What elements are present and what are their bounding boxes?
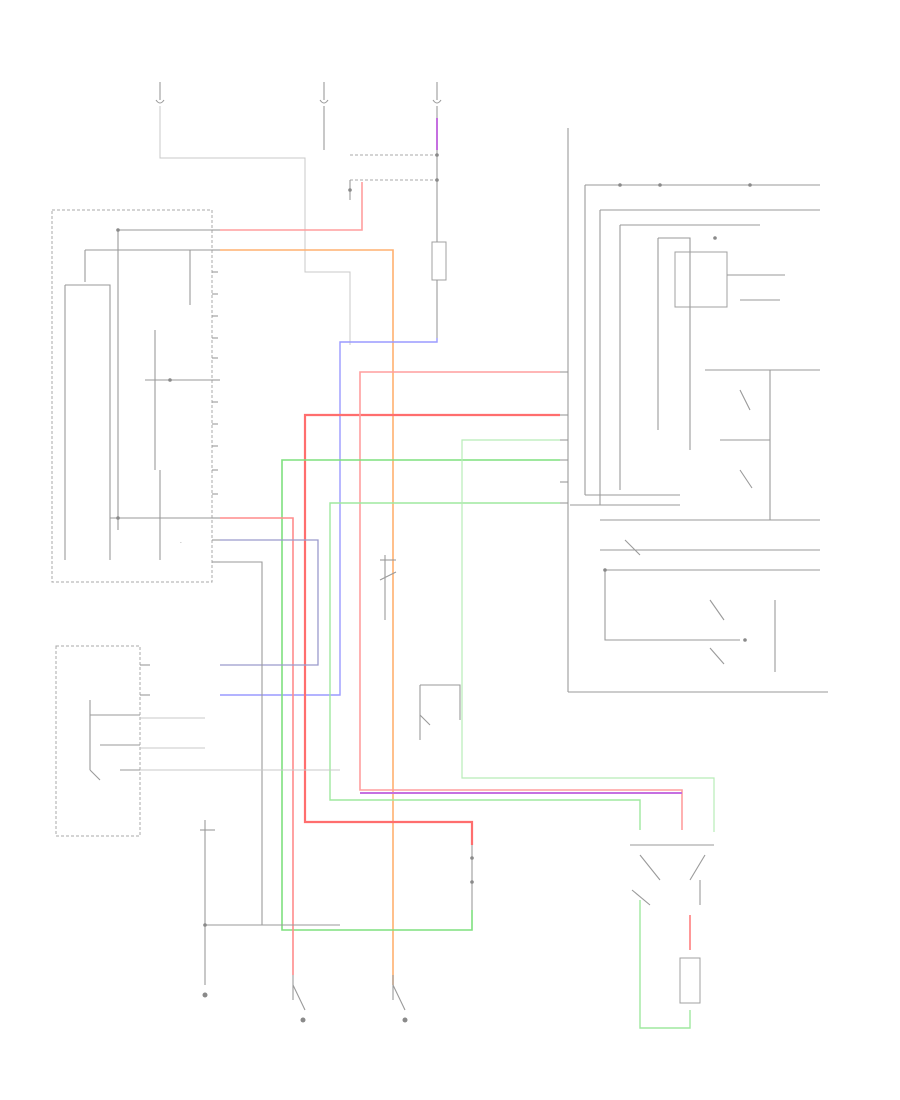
colored-wires	[220, 182, 715, 1029]
seat-control-module: -	[51, 209, 220, 583]
wire-red-2	[220, 517, 294, 975]
power-seat-switch	[560, 128, 828, 693]
switch-pins	[560, 371, 568, 504]
wire-green-4	[639, 900, 691, 1029]
module-pins	[212, 229, 220, 563]
memory-switch	[630, 844, 714, 1004]
power-supply-area	[155, 82, 447, 345]
rear-motor	[392, 975, 408, 1023]
seat-switch-lower	[200, 820, 340, 998]
recliner-motor	[470, 845, 474, 910]
fuse-left	[155, 82, 165, 104]
wire-green-1	[281, 459, 560, 931]
left-mirror-motor	[419, 684, 461, 740]
right-control-switch	[379, 555, 397, 620]
fuse-right	[432, 82, 442, 104]
wire-blue-gray	[220, 539, 319, 666]
wire-blue	[220, 338, 438, 696]
mirror-switch-outline	[55, 645, 141, 837]
wire-green-2	[329, 502, 641, 830]
front-motor	[292, 975, 306, 1023]
seat-relay	[431, 241, 447, 281]
wire-pink-2	[359, 371, 683, 830]
module-note: -	[180, 540, 182, 546]
memory-module	[674, 251, 728, 308]
module-outline	[51, 209, 213, 583]
position-sensor	[679, 957, 701, 1004]
wire-green-3	[461, 439, 715, 832]
wire-pink-1	[220, 182, 363, 231]
fuse-mid	[319, 82, 329, 104]
wire-red	[303, 413, 560, 845]
mirror-switch	[55, 645, 340, 837]
wire-black-2	[220, 561, 263, 925]
wire-orange	[220, 249, 394, 985]
